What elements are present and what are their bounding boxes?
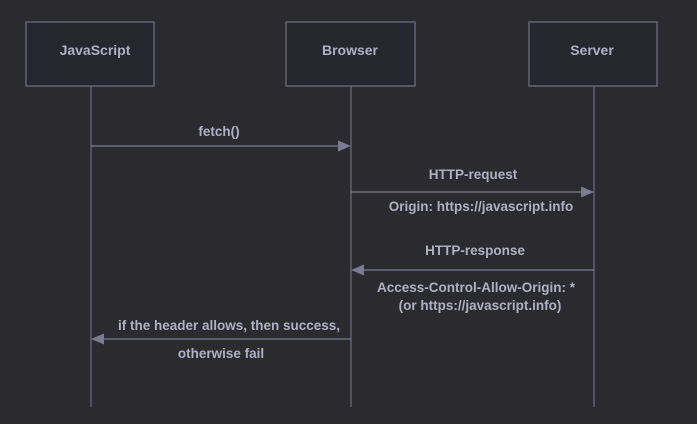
actor-box-server (528, 21, 658, 87)
message-http-request-label: HTTP-request (429, 167, 518, 182)
message-result: if the header allows, then success, othe… (91, 318, 351, 361)
message-result-label-line2: otherwise fail (178, 346, 264, 361)
actor-browser: Browser (285, 21, 416, 87)
message-http-response-note-line1: Access-Control-Allow-Origin: * (377, 280, 576, 295)
actor-label-browser: Browser (322, 42, 379, 58)
message-http-response-label: HTTP-response (425, 243, 525, 258)
message-http-response: HTTP-response Access-Control-Allow-Origi… (351, 243, 594, 313)
message-fetch-label: fetch() (198, 124, 239, 139)
message-http-request: HTTP-request Origin: https://javascript.… (351, 167, 594, 214)
message-fetch-arrowhead (338, 140, 351, 152)
message-http-request-arrowhead (581, 186, 594, 198)
message-http-response-arrowhead (351, 264, 364, 276)
actor-label-javascript: JavaScript (60, 42, 131, 58)
actor-box-browser (285, 21, 416, 87)
message-http-request-note: Origin: https://javascript.info (389, 199, 574, 214)
message-fetch: fetch() (91, 124, 351, 152)
actor-javascript: JavaScript (25, 21, 155, 87)
message-result-label-line1: if the header allows, then success, (118, 318, 340, 333)
actor-label-server: Server (570, 42, 614, 58)
message-result-arrowhead (91, 333, 104, 345)
message-http-response-note-line2: (or https://javascript.info) (399, 298, 562, 313)
actor-server: Server (528, 21, 658, 87)
actor-box-javascript (25, 21, 155, 87)
